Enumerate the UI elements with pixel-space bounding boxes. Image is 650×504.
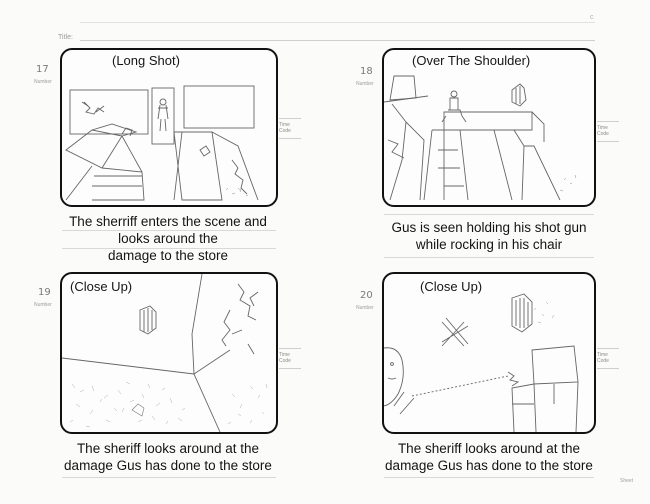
panel-number: 18 [360, 66, 373, 77]
panel-frame [60, 272, 278, 434]
panel-caption: Gus is seen holding his shot gun while r… [360, 219, 618, 253]
timecode-rule [279, 138, 301, 139]
shot-type-label: (Close Up) [70, 279, 133, 294]
shot-type-label: (Over The Shoulder) [412, 53, 531, 68]
timecode-rule [279, 368, 301, 369]
panel-caption: The sheriff looks around at the damage G… [360, 440, 618, 474]
timecode-box: Time Code [597, 125, 619, 137]
caption-guide-line [384, 477, 594, 478]
caption-guide-line [62, 477, 276, 478]
timecode-box: Time Code [597, 352, 619, 364]
caption-guide-line [62, 230, 276, 231]
timecode-label: Code [279, 358, 291, 364]
timecode-label: Time [279, 352, 290, 358]
caption-line: damage Gus has done to the store [385, 458, 593, 473]
caption-guide-line [62, 248, 276, 249]
timecode-label: Code [279, 128, 291, 134]
panel-number: 19 [38, 287, 51, 298]
timecode-box: Time Code [279, 122, 301, 134]
caption-line: The sherriff enters the scene and [69, 214, 267, 229]
title-field[interactable] [80, 40, 595, 41]
caption-line: damage to the store [107, 248, 229, 263]
top-rule [80, 22, 595, 23]
title-label: Title: [58, 34, 73, 41]
title-row: Title: [58, 22, 598, 46]
panel-frame [382, 48, 596, 207]
caption-line: Gus is seen holding his shot gun [391, 220, 587, 235]
timecode-rule [597, 368, 619, 369]
panel-frame [382, 272, 596, 434]
caption-guide-line [384, 214, 594, 215]
shot-type-label: (Close Up) [420, 279, 483, 294]
caption-line: looks around the [118, 231, 218, 246]
sketch-long-shot [65, 85, 259, 201]
timecode-rule [597, 121, 619, 122]
caption-guide-line [384, 257, 594, 258]
timecode-rule [279, 348, 301, 349]
panel-number-label: Number [34, 79, 52, 85]
timecode-rule [597, 141, 619, 142]
timecode-label: Time [597, 125, 608, 131]
timecode-rule [279, 118, 301, 119]
caption-line: while rocking in his chair [415, 237, 563, 252]
panel-number-label: Number [34, 302, 52, 308]
caption-line: The sheriff looks around at the [76, 441, 260, 456]
panel-frame [60, 48, 278, 207]
sketch-over-shoulder [384, 75, 577, 201]
panel-number: 20 [360, 290, 373, 301]
timecode-label: Time [597, 352, 608, 358]
caption-line: The sheriff looks around at the [397, 441, 581, 456]
timecode-label: Code [597, 131, 609, 137]
sketch-close-up-wall [62, 274, 268, 432]
panel-number-label: Number [356, 81, 374, 87]
timecode-rule [597, 348, 619, 349]
panel-caption: The sherriff enters the scene and looks … [40, 213, 296, 264]
panel-number: 17 [36, 64, 49, 75]
caption-line: damage Gus has done to the store [64, 458, 272, 473]
sheet-footer-label: Sheet [620, 478, 634, 484]
timecode-box: Time Code [279, 352, 301, 364]
corner-mark: c [590, 14, 594, 21]
timecode-label: Code [597, 358, 609, 364]
timecode-label: Time [279, 122, 290, 128]
sketch-close-up-gun [384, 293, 579, 432]
panel-number-label: Number [356, 305, 374, 311]
panel-caption: The sheriff looks around at the damage G… [40, 440, 296, 474]
shot-type-label: (Long Shot) [112, 53, 180, 68]
